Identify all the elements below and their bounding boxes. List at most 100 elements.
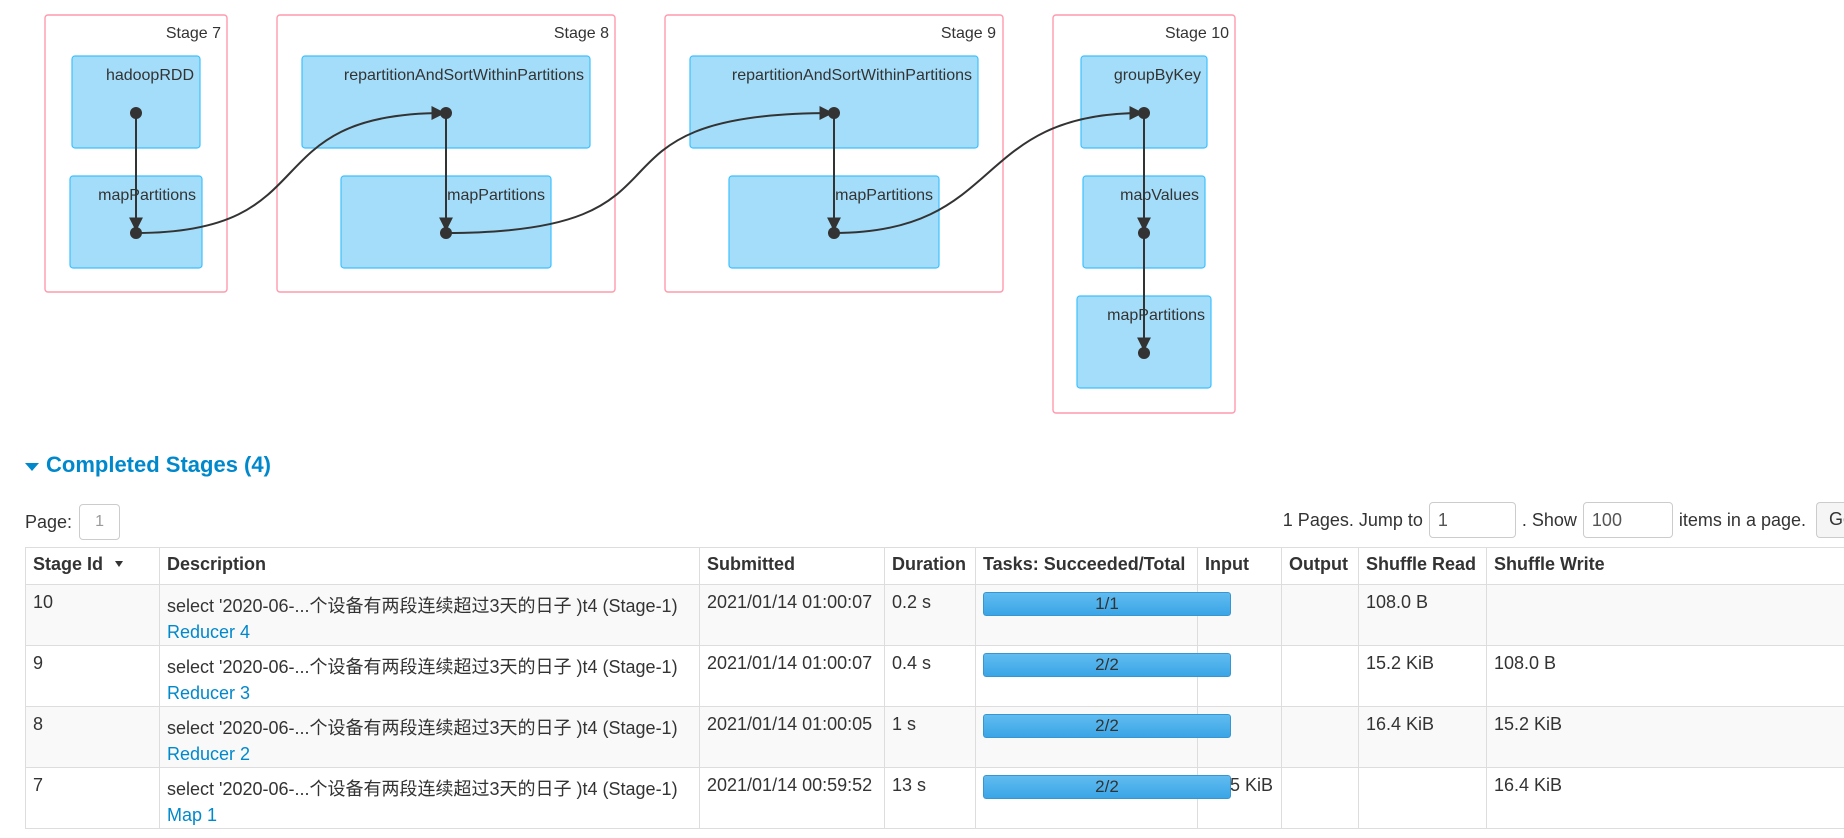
description-text: select '2020-06-...个设备有两段连续超过3天的日子 )t4 (… (167, 779, 678, 799)
cell-duration: 13 s (884, 767, 976, 829)
rdd-node-label: repartitionAndSortWithinPartitions (344, 67, 584, 84)
cell-description: select '2020-06-...个设备有两段连续超过3天的日子 )t4 (… (159, 767, 700, 829)
cell-stage-id: 9 (25, 645, 160, 707)
cell-tasks: 2/2 (975, 645, 1231, 707)
page-size-input[interactable] (1582, 502, 1673, 538)
header-input[interactable]: Input (1197, 547, 1282, 585)
items-text: items in a page. (1678, 509, 1806, 530)
cell-stage-id: 7 (25, 767, 160, 829)
progress-text: 1/1 (1095, 594, 1119, 613)
progress-fill (983, 775, 1231, 799)
cell-shuffle-read (1358, 767, 1487, 829)
completed-stages-toggle[interactable]: Completed Stages (4) (25, 452, 271, 478)
rdd-dot (1138, 347, 1150, 359)
rdd-dot (440, 107, 452, 119)
tasks-progress-bar: 2/2 (983, 775, 1231, 799)
cell-shuffle-write: 15.2 KiB (1486, 706, 1844, 768)
cell-description: select '2020-06-...个设备有两段连续超过3天的日子 )t4 (… (159, 584, 700, 646)
cell-output (1281, 645, 1359, 707)
cell-tasks: 2/2 (975, 767, 1231, 829)
header-submitted[interactable]: Submitted (699, 547, 885, 585)
rdd-node-groupbykey[interactable]: groupByKey (1080, 55, 1208, 149)
progress-text: 2/2 (1095, 655, 1119, 674)
cell-output (1281, 584, 1359, 646)
completed-stages-table: Stage Id Description Submitted Duration … (25, 547, 1844, 829)
pagination-right: 1 Pages. Jump to . Show items in a page.… (1283, 502, 1844, 538)
rdd-node-label: groupByKey (1114, 67, 1201, 84)
progress-text: 2/2 (1095, 777, 1119, 796)
rdd-dot (130, 227, 142, 239)
stage-cluster-7[interactable]: Stage 7 hadoopRDD mapPartitions (44, 14, 228, 293)
edge (445, 106, 834, 234)
cell-duration: 0.4 s (884, 645, 976, 707)
rdd-node-label: hadoopRDD (106, 67, 194, 84)
progress-text: 2/2 (1095, 716, 1119, 735)
cell-description: select '2020-06-...个设备有两段连续超过3天的日子 )t4 (… (159, 645, 700, 707)
show-text: . Show (1521, 509, 1577, 530)
dag-dots (130, 107, 1150, 359)
cell-submitted: 2021/01/14 01:00:05 (699, 706, 885, 768)
dag-edges (129, 106, 1151, 352)
header-stage-id[interactable]: Stage Id (25, 547, 160, 585)
stage-cluster-label: Stage 7 (166, 25, 221, 42)
cell-duration: 0.2 s (884, 584, 976, 646)
jump-to-page-input[interactable] (1428, 502, 1516, 538)
cell-description: select '2020-06-...个设备有两段连续超过3天的日子 )t4 (… (159, 706, 700, 768)
cell-output (1281, 706, 1359, 768)
dag-visualization: Stage 7 hadoopRDD mapPartitions Stage 8 … (44, 14, 1236, 414)
caret-down-icon (25, 462, 39, 471)
stage-detail-link[interactable]: Reducer 2 (167, 744, 251, 764)
header-shuffle-write[interactable]: Shuffle Write (1486, 547, 1844, 585)
table-row: 9 select '2020-06-...个设备有两段连续超过3天的日子 )t4… (25, 645, 1844, 707)
cell-output (1281, 767, 1359, 829)
tasks-progress-bar: 2/2 (983, 653, 1231, 677)
stage-cluster-label: Stage 8 (554, 25, 609, 42)
progress-fill (983, 653, 1231, 677)
stage-cluster-label: Stage 9 (941, 25, 996, 42)
header-shuffle-read[interactable]: Shuffle Read (1358, 547, 1487, 585)
header-output[interactable]: Output (1281, 547, 1359, 585)
header-label: Stage Id (33, 554, 104, 574)
page-label: Page: (25, 511, 73, 532)
cell-duration: 1 s (884, 706, 976, 768)
go-button[interactable]: Go (1816, 502, 1844, 538)
header-duration[interactable]: Duration (884, 547, 976, 585)
cell-stage-id: 10 (25, 584, 160, 646)
rdd-node-label: mapPartitions (98, 187, 196, 204)
edge (135, 106, 446, 234)
cell-submitted: 2021/01/14 00:59:52 (699, 767, 885, 829)
edge (833, 106, 1144, 234)
cell-tasks: 2/2 (975, 706, 1231, 768)
tasks-progress-bar: 1/1 (983, 592, 1231, 616)
table-header-row: Stage Id Description Submitted Duration … (25, 547, 1844, 585)
rdd-dot (1138, 107, 1150, 119)
page-number-button[interactable]: 1 (79, 504, 121, 540)
stage-detail-link[interactable]: Reducer 3 (167, 683, 251, 703)
tasks-progress-bar: 2/2 (983, 714, 1231, 738)
cell-submitted: 2021/01/14 01:00:07 (699, 584, 885, 646)
table-row: 10 select '2020-06-...个设备有两段连续超过3天的日子 )t… (25, 584, 1844, 646)
cell-submitted: 2021/01/14 01:00:07 (699, 645, 885, 707)
cell-shuffle-write (1486, 584, 1844, 646)
rdd-node-label: mapPartitions (835, 187, 933, 204)
cell-stage-id: 8 (25, 706, 160, 768)
cell-shuffle-read: 108.0 B (1358, 584, 1487, 646)
stage-detail-link[interactable]: Map 1 (167, 805, 218, 825)
progress-fill (983, 592, 1231, 616)
description-text: select '2020-06-...个设备有两段连续超过3天的日子 )t4 (… (167, 718, 678, 738)
rdd-dot (828, 227, 840, 239)
rdd-node-label: repartitionAndSortWithinPartitions (732, 67, 972, 84)
cell-shuffle-write: 108.0 B (1486, 645, 1844, 707)
rdd-dot (828, 107, 840, 119)
rdd-dot (1138, 227, 1150, 239)
pages-text: 1 Pages. Jump to (1282, 509, 1423, 530)
sort-desc-icon (115, 560, 124, 567)
stage-detail-link[interactable]: Reducer 4 (167, 622, 251, 642)
rdd-node-hadooprdd[interactable]: hadoopRDD (71, 55, 201, 149)
cell-shuffle-write: 16.4 KiB (1486, 767, 1844, 829)
header-description[interactable]: Description (159, 547, 700, 585)
rdd-node-label: mapPartitions (1107, 307, 1205, 324)
rdd-dot (440, 227, 452, 239)
table-row: 8 select '2020-06-...个设备有两段连续超过3天的日子 )t4… (25, 706, 1844, 768)
header-tasks[interactable]: Tasks: Succeeded/Total (975, 547, 1198, 585)
